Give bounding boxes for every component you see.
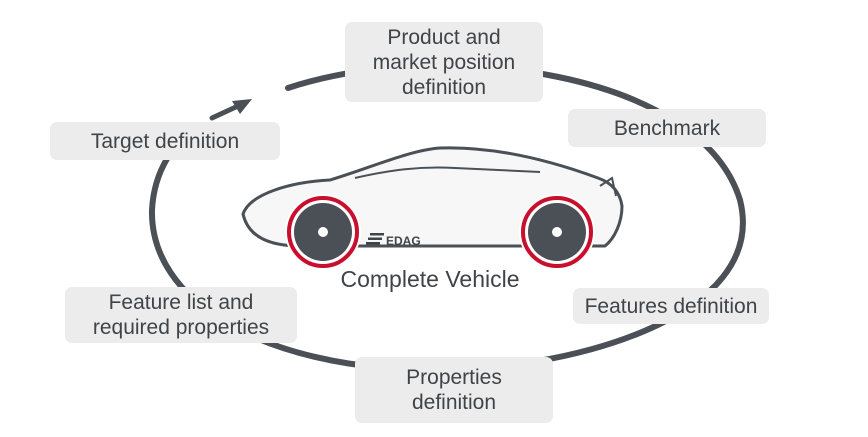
target-definition-box: Target definition xyxy=(50,122,280,160)
brand-text: EDAG xyxy=(386,234,421,248)
edag-logo-icon: EDAG xyxy=(366,233,421,248)
rear-wheel-hub xyxy=(318,227,328,237)
car-hood-accent xyxy=(599,176,617,197)
benchmark-box: Benchmark xyxy=(568,109,766,147)
car-window-line xyxy=(354,166,541,179)
car-illustration: EDAG xyxy=(241,146,624,270)
cycle-ring xyxy=(148,62,746,374)
front-wheel-hub xyxy=(552,227,562,237)
complete-vehicle-label: Complete Vehicle xyxy=(340,266,520,292)
front-wheel-rim xyxy=(521,196,593,268)
feature-list-box: Feature list and required properties xyxy=(65,287,297,343)
cycle-arrow-line xyxy=(209,103,241,121)
properties-definition-box: Properties definition xyxy=(355,357,553,423)
cycle-arrowhead-icon xyxy=(232,99,252,114)
features-definition-box: Features definition xyxy=(573,288,769,324)
rear-wheel-rim xyxy=(287,196,359,268)
product-position-box: Product and market position definition xyxy=(345,22,543,102)
